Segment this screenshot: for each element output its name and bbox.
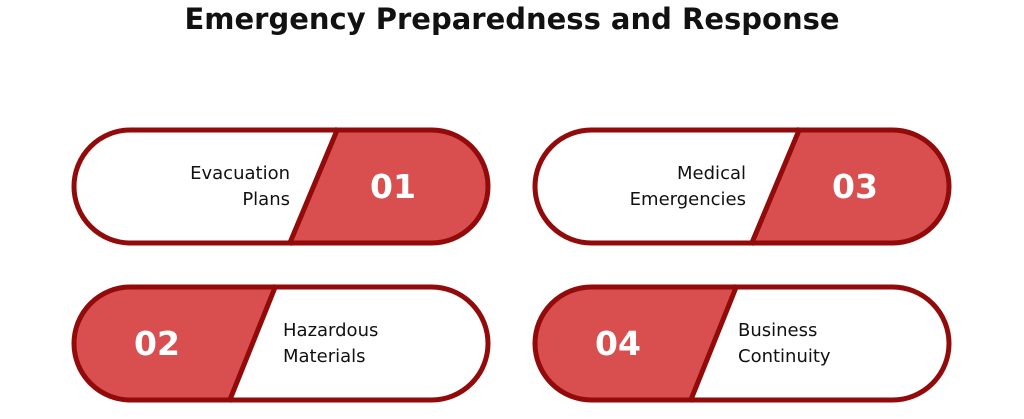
diagram-title: Emergency Preparedness and Response: [184, 2, 840, 36]
item-02-number: 02: [134, 324, 180, 363]
item-03-label: Medical Emergencies: [546, 161, 746, 213]
item-04-line2: Continuity: [738, 346, 831, 367]
pill-02: [71, 284, 491, 403]
pill-02-red-segment: [74, 287, 276, 400]
item-01-label: Evacuation Plans: [90, 161, 290, 213]
item-03-line1: Medical: [677, 163, 746, 184]
item-02-line2: Materials: [283, 346, 366, 367]
pill-03-red-segment: [751, 130, 949, 243]
item-01-line2: Plans: [242, 189, 290, 210]
item-03-line2: Emergencies: [629, 189, 746, 210]
pill-01: [71, 127, 491, 246]
item-02-label: Hazardous Materials: [283, 318, 483, 370]
item-04-number: 04: [595, 324, 641, 363]
item-03-number: 03: [832, 167, 878, 206]
item-04-label: Business Continuity: [738, 318, 938, 370]
item-01-number: 01: [370, 167, 416, 206]
pill-01-red-segment: [289, 130, 488, 243]
item-01-line1: Evacuation: [190, 163, 290, 184]
item-02-line1: Hazardous: [283, 320, 379, 341]
pill-04-red-segment: [535, 287, 737, 400]
pill-04: [532, 284, 952, 403]
item-04-line1: Business: [738, 320, 818, 341]
pill-03: [532, 127, 952, 246]
